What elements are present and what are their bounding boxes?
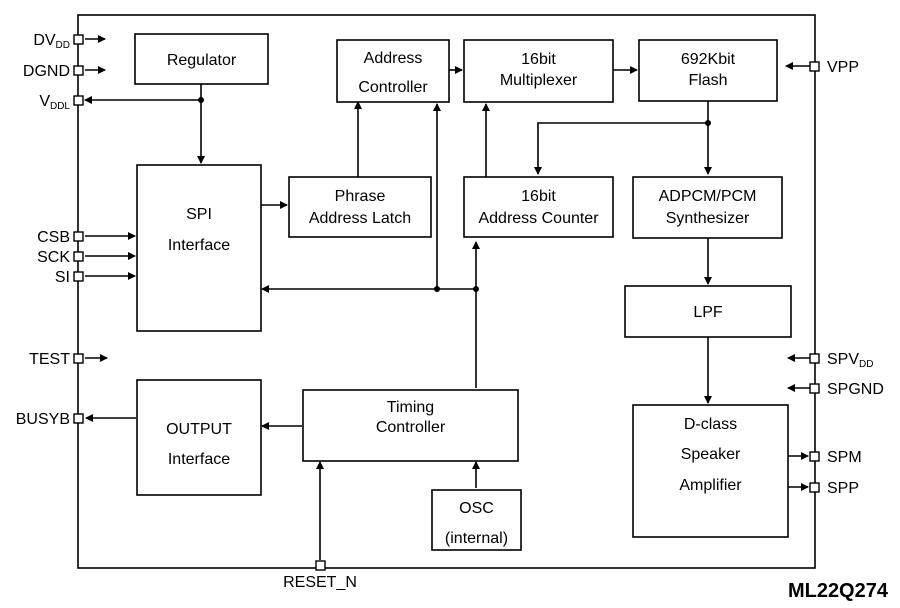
osc-label-2: (internal) xyxy=(445,530,508,547)
pin-label-dvdd: DVDD xyxy=(33,32,70,51)
chip-outline xyxy=(77,14,816,569)
multiplexer-label-2: Multiplexer xyxy=(500,72,578,89)
timing-label-2: Controller xyxy=(376,419,446,436)
pin-label-spm: SPM xyxy=(827,449,862,466)
lpf-label: LPF xyxy=(693,304,723,321)
amplifier-label-2: Speaker xyxy=(681,446,741,463)
part-number: ML22Q274 xyxy=(788,580,889,602)
pin-label-busyb: BUSYB xyxy=(16,411,70,428)
regulator-block: Regulator xyxy=(134,33,269,85)
phrase-latch-label-2: Address Latch xyxy=(309,210,411,227)
address-counter-label-1: 16bit xyxy=(521,188,556,205)
amplifier-label-1: D-class xyxy=(684,416,737,433)
synthesizer-block: ADPCM/PCM Synthesizer xyxy=(632,176,783,239)
flash-label-2: Flash xyxy=(688,72,727,89)
pin-pad-spvdd xyxy=(809,353,820,364)
address-controller-label-1: Address xyxy=(364,50,423,67)
multiplexer-block: 16bit Multiplexer xyxy=(463,39,614,103)
output-interface-block: OUTPUT Interface xyxy=(136,379,262,496)
timing-controller-block: Timing Controller xyxy=(302,389,519,462)
pin-label-reset-n: RESET_N xyxy=(283,574,357,591)
pin-pad-spm xyxy=(809,451,820,462)
pin-label-spvdd: SPVDD xyxy=(827,351,873,370)
multiplexer-label-1: 16bit xyxy=(521,51,556,68)
spi-interface-block: SPI Interface xyxy=(136,164,262,332)
pin-pad-spgnd xyxy=(809,383,820,394)
pin-pad-reset-n xyxy=(315,560,326,571)
address-controller-label-2: Controller xyxy=(358,79,428,96)
pin-pad-sck xyxy=(73,251,84,262)
address-controller-block: Address Controller xyxy=(336,39,450,103)
pin-pad-spp xyxy=(809,482,820,493)
pin-pad-dvdd xyxy=(73,34,84,45)
pin-label-si: SI xyxy=(55,269,70,286)
speaker-amplifier-block: D-class Speaker Amplifier xyxy=(632,404,789,538)
flash-label-1: 692Kbit xyxy=(681,51,736,68)
pin-pad-dgnd xyxy=(73,65,84,76)
output-label-1: OUTPUT xyxy=(166,421,232,438)
pin-label-csb: CSB xyxy=(37,229,70,246)
pin-pad-vpp xyxy=(809,61,820,72)
osc-label-1: OSC xyxy=(459,500,494,517)
address-counter-label-2: Address Counter xyxy=(478,210,599,227)
regulator-label: Regulator xyxy=(167,52,237,69)
timing-label-1: Timing xyxy=(387,399,434,416)
junction-dots xyxy=(198,97,711,292)
pin-pad-si xyxy=(73,271,84,282)
pin-label-test: TEST xyxy=(29,351,70,368)
output-label-2: Interface xyxy=(168,451,230,468)
spi-label-2: Interface xyxy=(168,237,230,254)
flash-block: 692Kbit Flash xyxy=(638,39,778,102)
spi-label-1: SPI xyxy=(186,206,212,223)
synthesizer-label-2: Synthesizer xyxy=(666,210,750,227)
pin-label-sck: SCK xyxy=(37,249,70,266)
synthesizer-label-1: ADPCM/PCM xyxy=(659,188,757,205)
pin-pad-busyb xyxy=(73,413,84,424)
phrase-address-latch-block: Phrase Address Latch xyxy=(288,176,432,238)
pin-pad-csb xyxy=(73,231,84,242)
connections xyxy=(84,35,810,560)
pin-label-dgnd: DGND xyxy=(23,63,70,80)
address-counter-block: 16bit Address Counter xyxy=(463,176,614,238)
lpf-block: LPF xyxy=(624,285,792,338)
osc-block: OSC (internal) xyxy=(431,489,522,551)
pin-label-spgnd: SPGND xyxy=(827,381,884,398)
pin-pad-vddl xyxy=(73,95,84,106)
pin-label-vddl: VDDL xyxy=(39,93,70,112)
amplifier-label-3: Amplifier xyxy=(679,477,742,494)
phrase-latch-label-1: Phrase xyxy=(335,188,386,205)
pin-pad-test xyxy=(73,353,84,364)
pin-label-spp: SPP xyxy=(827,480,859,497)
pin-label-vpp: VPP xyxy=(827,59,859,76)
pin-pads xyxy=(73,34,820,571)
